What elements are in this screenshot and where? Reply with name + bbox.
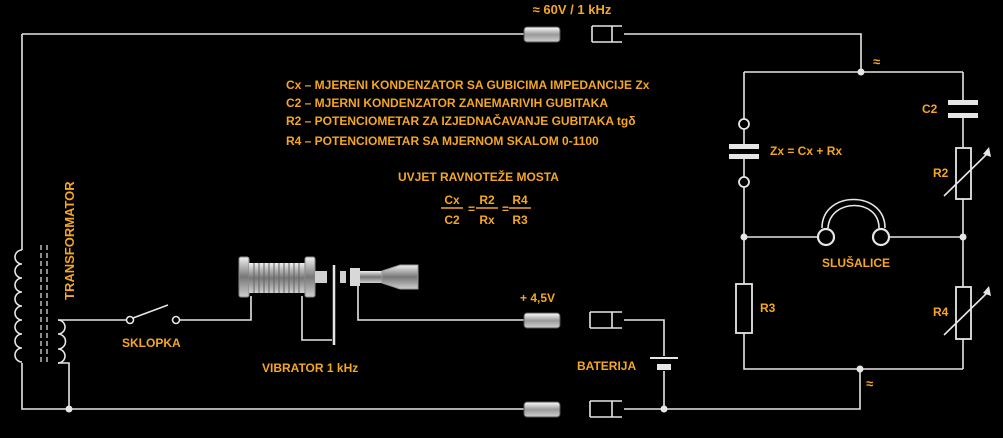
zx-label: Zx = Cx + Rx — [770, 144, 842, 158]
legend: Cx – MJERENI KONDENZATOR SA GUBICIMA IMP… — [286, 78, 650, 148]
resistor-r4 — [943, 286, 991, 340]
transformer — [14, 245, 67, 365]
wires — [21, 33, 964, 410]
slusalice-label: SLUŠALICE — [822, 255, 890, 270]
plug-battery — [523, 311, 622, 329]
eq-f2-den: Rx — [479, 213, 495, 227]
eq-f1-den: C2 — [444, 213, 460, 227]
battery-voltage-label: + 4,5V — [520, 291, 555, 305]
tilde-bottom: ≈ — [866, 376, 873, 391]
legend-line-cx: Cx – MJERENI KONDENZATOR SA GUBICIMA IMP… — [286, 78, 650, 92]
eq-f2-num: R2 — [479, 193, 495, 207]
capacitor-c2 — [948, 100, 978, 118]
balance-equation: Cx C2 = R2 Rx = R4 R3 — [441, 193, 531, 227]
headphones-icon — [816, 198, 891, 247]
eq-f3-num: R4 — [512, 193, 528, 207]
r2-label: R2 — [933, 166, 949, 180]
capacitor-cx — [729, 118, 759, 188]
plug-bottom — [523, 400, 622, 418]
junction-dots — [65, 68, 967, 413]
tilde-top: ≈ — [873, 54, 880, 69]
legend-line-r2: R2 – POTENCIOMETAR ZA IZJEDNAČAVANJE GUB… — [286, 113, 636, 128]
sklopka-label: SKLOPKA — [122, 336, 181, 350]
c2-label: C2 — [922, 102, 938, 116]
legend-line-r4: R4 – POTENCIOMETAR SA MJERNOM SKALOM 0-1… — [286, 134, 599, 148]
r3-label: R3 — [760, 301, 776, 315]
eq-sign-2: = — [502, 202, 509, 216]
vibrator-label: VIBRATOR 1 kHz — [262, 361, 358, 375]
battery — [650, 357, 678, 370]
eq-f1-num: Cx — [444, 193, 460, 207]
eq-sign-1: = — [468, 202, 475, 216]
source-label: ≈ 60V / 1 kHz — [533, 2, 612, 17]
r4-label: R4 — [933, 305, 949, 319]
baterija-label: BATERIJA — [577, 359, 636, 373]
transformator-label: TRANSFORMATOR — [62, 181, 77, 300]
eq-f3-den: R3 — [512, 213, 528, 227]
legend-line-c2: C2 – MJERNI KONDENZATOR ZANEMARIVIH GUBI… — [286, 96, 608, 110]
resistor-r3 — [735, 283, 753, 334]
switch-sklopka — [125, 304, 181, 325]
balance-title: UVJET RAVNOTEŽE MOSTA — [398, 169, 559, 184]
vibrator-coil — [238, 256, 419, 345]
resistor-r2 — [943, 147, 991, 200]
source-plug-top — [523, 25, 622, 43]
